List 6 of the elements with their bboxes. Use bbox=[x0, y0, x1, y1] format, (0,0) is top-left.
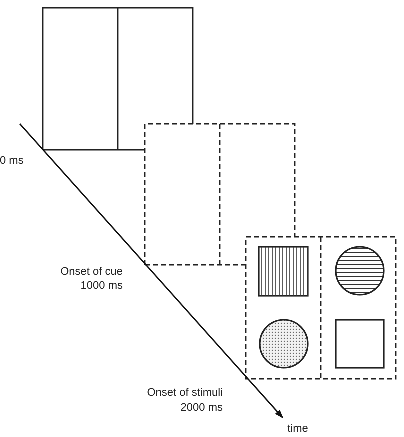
event-label: Onset of stimuli bbox=[147, 387, 223, 400]
axis-label: time bbox=[288, 423, 308, 436]
time-label: 2000 ms bbox=[180, 402, 223, 415]
event-label: Onset of cue bbox=[60, 266, 123, 279]
time-label: 1000 ms bbox=[80, 280, 123, 293]
time-label: 0 ms bbox=[0, 155, 24, 168]
